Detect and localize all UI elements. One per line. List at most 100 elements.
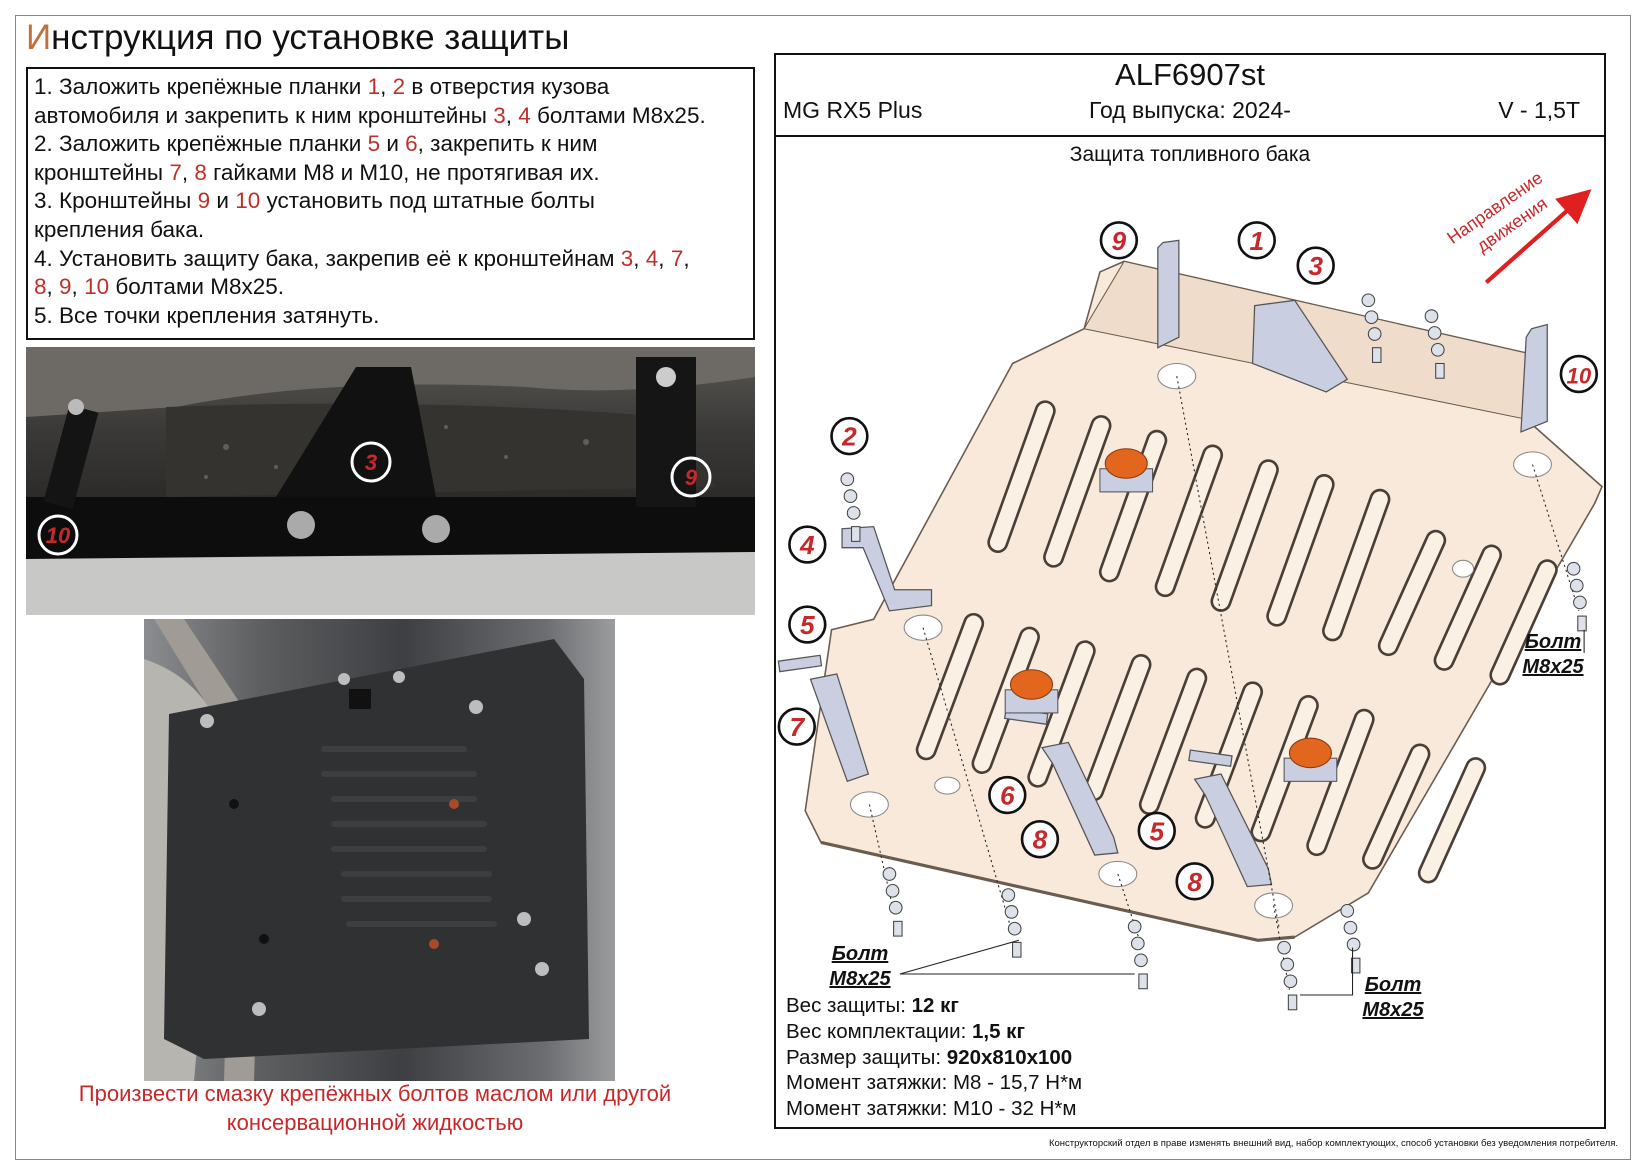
instruction-line: 4. Установить защиту бака, закрепив её к… <box>34 245 753 274</box>
part-callout: 6 <box>988 775 1027 815</box>
part-number: 8 <box>194 159 207 185</box>
washer <box>1001 888 1016 902</box>
washer <box>888 900 903 915</box>
instruction-line: кронштейны 7, 8 гайками М8 и М10, не про… <box>34 159 753 188</box>
washer <box>1134 953 1148 968</box>
bolt-head <box>1287 994 1298 1011</box>
slot-inner <box>1420 759 1484 881</box>
spec-label: Вес защиты: <box>786 994 912 1017</box>
spec-row: Размер защиты: 920х810х100 <box>786 1045 1082 1071</box>
slot-inner <box>1101 432 1165 580</box>
part-number: 3 <box>493 102 506 128</box>
model-year: Год выпуска: 2024- <box>1089 97 1291 123</box>
slot-inner <box>1213 461 1277 610</box>
instruction-line: 8, 9, 10 болтами М8х25. <box>34 273 753 302</box>
callout-number: 2 <box>841 422 857 452</box>
instruction-text: , <box>505 102 519 128</box>
bolt-label-line: М8х25 <box>1522 656 1584 678</box>
spec-value: 1,5 кг <box>971 1019 1025 1043</box>
product-header: ALF6907st MG RX5 Plus Год выпуска: 2024-… <box>776 55 1604 137</box>
spec-value: М10 - 32 Н*м <box>952 1097 1077 1121</box>
washer <box>882 867 897 881</box>
washer <box>1007 921 1022 936</box>
washer <box>1566 561 1581 576</box>
bolts <box>840 293 1587 1011</box>
instruction-text: , <box>71 274 85 300</box>
part-number: 10 <box>84 274 110 300</box>
slot-inner <box>1492 561 1556 683</box>
part-number: 9 <box>59 274 72 300</box>
part-callout: 8 <box>1020 820 1060 859</box>
spec-label: Вес комплектации: <box>786 1019 972 1043</box>
part-callout: 9 <box>1099 221 1139 260</box>
lubrication-note: Произвести смазку крепёжных болтов масло… <box>30 1079 720 1137</box>
page-title: Инструкция по установке защиты <box>26 18 569 58</box>
instruction-line: 1. Заложить крепёжные планки 1, 2 в отве… <box>34 73 753 102</box>
part-callout: 5 <box>1137 811 1176 851</box>
instruction-text: болтами М8х25. <box>109 274 285 300</box>
bolt-head <box>1372 347 1382 363</box>
part-number: 4 <box>645 245 659 271</box>
slot-inner <box>1045 417 1109 566</box>
spec-row: Вес защиты: 12 кг <box>786 993 1082 1019</box>
bolt-head <box>850 526 861 542</box>
instruction-text: 5. Все точки крепления затянуть. <box>34 302 380 328</box>
part-number: 8 <box>34 274 47 300</box>
callout-number: 4 <box>799 530 815 560</box>
part-number: 7 <box>169 159 182 185</box>
spec-row: Вес комплектации: 1,5 кг <box>786 1019 1082 1045</box>
part-callout: 2 <box>830 416 869 456</box>
spec-value: М8 - 15,7 Н*м <box>952 1071 1083 1095</box>
washer <box>1427 326 1442 340</box>
stiffening-slots <box>915 400 1558 884</box>
alfeco-logo <box>1288 737 1333 769</box>
bolt-head <box>1350 957 1361 974</box>
alfeco-logo <box>1009 669 1054 700</box>
part-callout: 3 <box>1296 246 1335 285</box>
washer <box>1343 920 1358 935</box>
instruction-line: 2. Заложить крепёжные планки 5 и 6, закр… <box>34 130 753 159</box>
product-subtitle: Защита топливного бака <box>1069 143 1311 166</box>
slot-inner <box>1380 532 1444 654</box>
disclaimer: Конструкторский отдел в праве изменять в… <box>1048 1138 1618 1149</box>
engine-volume: V - 1,5T <box>1498 97 1580 123</box>
washer <box>1130 936 1145 951</box>
photo-callout: 10 <box>46 523 71 548</box>
slot-inner <box>1436 547 1500 669</box>
instruction-text: гайками М8 и М10, не протягивая их. <box>206 159 600 185</box>
bolt-label-line: Болт <box>1364 974 1422 996</box>
slot-inner <box>989 402 1054 551</box>
instruction-text: 2. Заложить крепёжные планки <box>34 131 368 157</box>
note-line: консервационной жидкостью <box>226 1110 524 1135</box>
bolt-label-line: М8х25 <box>829 968 891 990</box>
photo-guard-drawing <box>144 619 589 1081</box>
slot-inner <box>1157 447 1221 595</box>
callout-number: 7 <box>789 712 805 742</box>
instruction-text: 1. Заложить крепёжные планки <box>34 74 368 99</box>
callout-number: 5 <box>1149 816 1164 846</box>
part-number: 2 <box>392 74 406 99</box>
alfeco-logo <box>1104 448 1148 479</box>
leader-lines <box>899 629 1585 996</box>
slot-inner <box>1364 746 1428 868</box>
instruction-text: установить под штатные болты <box>260 188 595 214</box>
instruction-text: автомобиля и закрепить к ним кронштейны <box>34 102 494 128</box>
washer <box>1573 595 1587 610</box>
callout-number: 6 <box>1000 781 1015 811</box>
washer <box>885 883 900 898</box>
instruction-text: 3. Кронштейны <box>34 188 198 214</box>
washer <box>1424 309 1439 323</box>
slot-inner <box>1268 476 1333 624</box>
product-code: ALF6907st <box>1115 57 1265 92</box>
part-callout: 8 <box>1175 862 1214 901</box>
page-frame <box>15 15 1631 1160</box>
bolt-head <box>1435 362 1445 379</box>
bolt-label-line: Болт <box>1524 631 1582 653</box>
photo-installed-brackets: 3 10 9 <box>26 347 755 615</box>
washer <box>843 489 858 503</box>
callout-number: 3 <box>1308 251 1323 281</box>
instruction-text: , <box>683 245 690 271</box>
washer <box>1367 327 1382 341</box>
